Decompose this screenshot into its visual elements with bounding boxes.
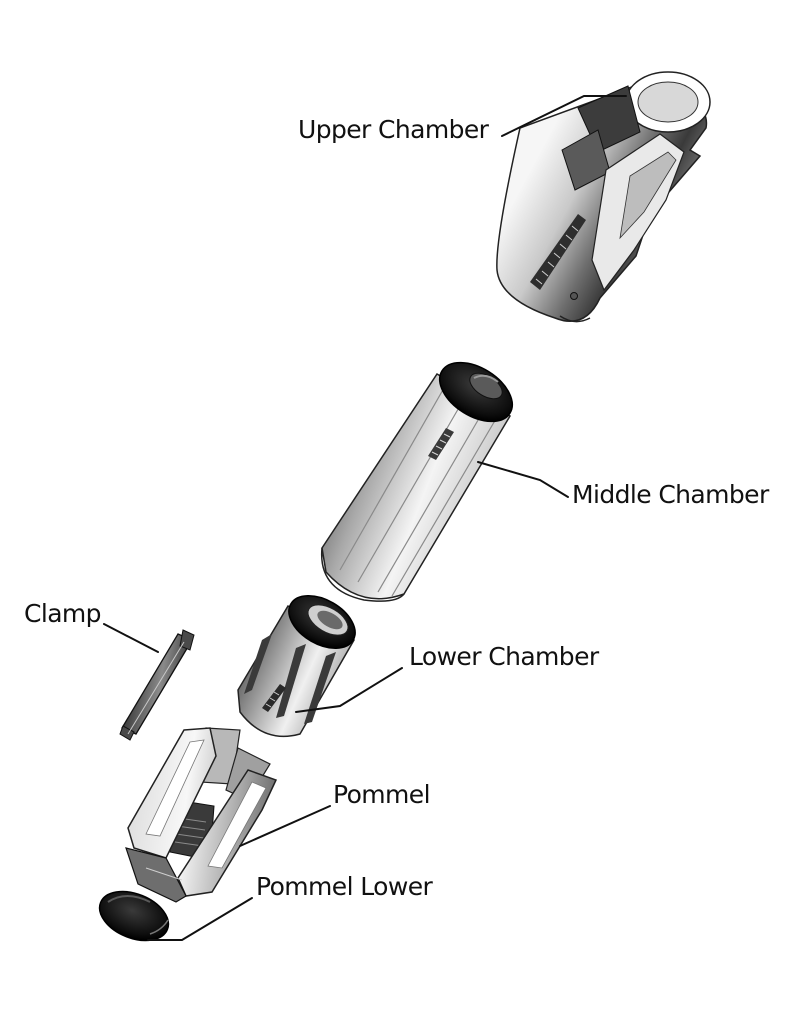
pommel-label: Pommel [333, 780, 431, 809]
pommel-lower-label: Pommel Lower [256, 872, 433, 901]
upper-chamber-label: Upper Chamber [298, 115, 489, 144]
lower-chamber-leader [295, 667, 403, 713]
pommel-part [125, 727, 278, 903]
upper-chamber-leader [501, 95, 627, 137]
middle-chamber-part [320, 361, 513, 602]
clamp-label: Clamp [24, 599, 102, 628]
middle-chamber-label: Middle Chamber [572, 480, 769, 509]
lower-chamber-label: Lower Chamber [409, 642, 599, 671]
upper-chamber-part [496, 71, 711, 323]
pommel-lower-leader [147, 897, 253, 941]
pommel-lower-part [98, 890, 170, 942]
lower-chamber-part [237, 595, 356, 738]
middle-chamber-leader [477, 461, 569, 498]
pommel-leader [239, 805, 331, 847]
clamp-leader [103, 623, 159, 653]
clamp-part [119, 629, 195, 741]
